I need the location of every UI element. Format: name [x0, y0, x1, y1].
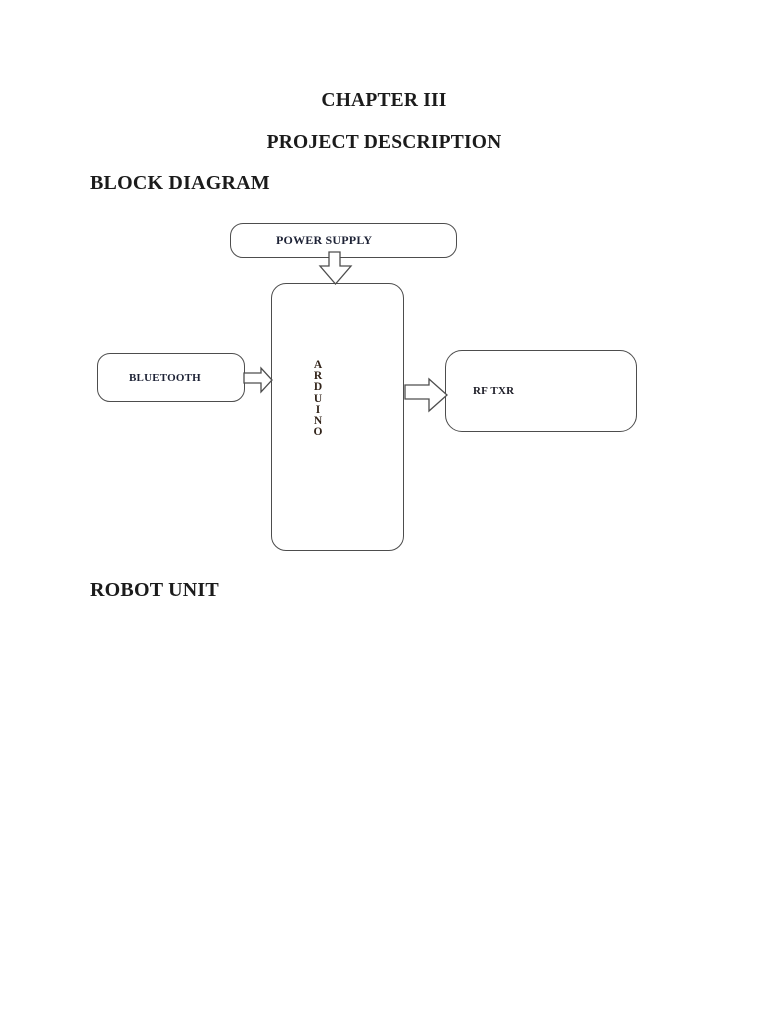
arduino-letter: D: [313, 381, 323, 394]
section-heading-robot-unit: ROBOT UNIT: [90, 579, 219, 601]
arduino-letter: O: [313, 426, 323, 439]
power-supply-block: POWER SUPPLY: [230, 223, 457, 258]
rf-txr-label: RF TXR: [473, 385, 515, 397]
arduino-label: A R D U I N O: [310, 359, 326, 439]
chapter-title: CHAPTER III: [321, 90, 447, 111]
arduino-block: A R D U I N O: [271, 283, 404, 551]
arrow-arduino-to-rftxr: [404, 377, 448, 413]
arrow-bluetooth-to-arduino: [243, 366, 273, 394]
arduino-letter: U: [313, 392, 323, 405]
bluetooth-block: BLUETOOTH: [97, 353, 245, 402]
chapter-subtitle: PROJECT DESCRIPTION: [266, 132, 502, 153]
arduino-letter: A: [313, 359, 323, 371]
power-supply-label: POWER SUPPLY: [276, 233, 373, 247]
section-heading-block-diagram: BLOCK DIAGRAM: [90, 172, 270, 194]
arduino-letter: R: [313, 370, 323, 383]
arduino-letter: I: [315, 403, 321, 416]
arduino-letter: N: [313, 415, 323, 428]
bluetooth-label: BLUETOOTH: [129, 371, 201, 384]
rf-txr-block: RF TXR: [445, 350, 637, 432]
